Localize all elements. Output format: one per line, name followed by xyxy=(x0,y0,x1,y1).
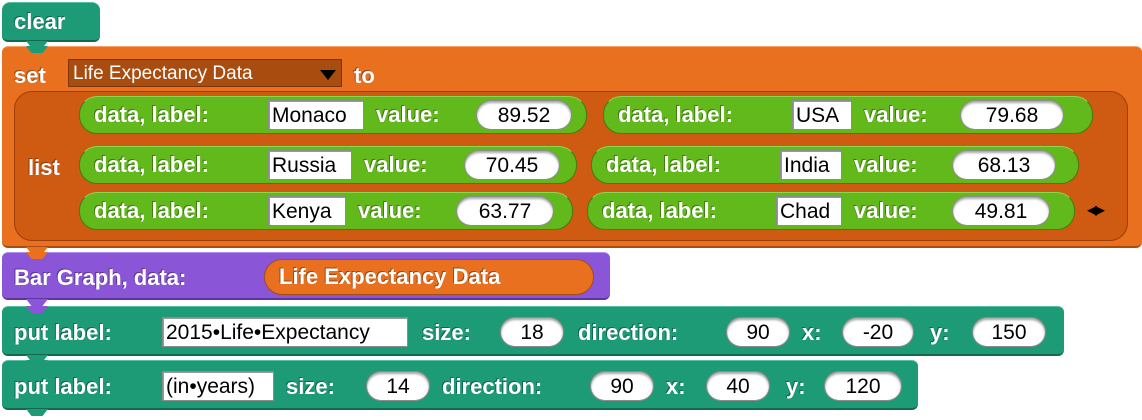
value-input[interactable]: 68.13 xyxy=(952,150,1056,180)
y-input[interactable]: 150 xyxy=(972,317,1046,347)
variable-name: Life Expectancy Data xyxy=(279,264,501,289)
put-label-text: put label: xyxy=(14,320,112,345)
label-input[interactable]: Russia xyxy=(268,150,352,180)
value-label-text: value: xyxy=(854,198,918,223)
list-item-usa[interactable]: data, label: USA value: 79.68 xyxy=(603,96,1093,134)
value-input[interactable]: 63.77 xyxy=(456,196,554,226)
put-label-text: put label: xyxy=(14,374,112,399)
list-reporter[interactable]: list data, label: Monaco value: 89.52 da… xyxy=(14,91,1128,241)
value-input[interactable]: 89.52 xyxy=(476,100,572,130)
value-input[interactable]: 70.45 xyxy=(464,150,560,180)
x-label: x: xyxy=(666,374,686,399)
list-item-monaco[interactable]: data, label: Monaco value: 89.52 xyxy=(79,96,587,134)
variable-reporter[interactable]: Life Expectancy Data xyxy=(264,259,594,295)
list-item-india[interactable]: data, label: India value: 68.13 xyxy=(591,146,1079,184)
y-label: y: xyxy=(930,320,950,345)
list-item-kenya[interactable]: data, label: Kenya value: 63.77 xyxy=(79,192,573,230)
value-input[interactable]: 79.68 xyxy=(960,100,1064,130)
size-label: size: xyxy=(422,320,471,345)
put-label-1-top-notch xyxy=(26,306,48,313)
set-block-bottom-tab xyxy=(26,247,48,254)
value-label-text: value: xyxy=(358,198,422,223)
x-input[interactable]: 40 xyxy=(706,371,770,401)
label-text-input[interactable]: 2015•Life•Expectancy xyxy=(162,317,408,347)
direction-label: direction: xyxy=(442,374,543,399)
label-input[interactable]: India xyxy=(780,150,842,180)
dropdown-arrow-icon[interactable] xyxy=(320,70,336,80)
label-text-input[interactable]: (in•years) xyxy=(162,371,274,401)
data-label-text: data, label: xyxy=(94,102,209,127)
size-input[interactable]: 18 xyxy=(500,317,564,347)
set-variable-block[interactable]: set Life Expectancy Data to list data, l… xyxy=(2,46,1142,248)
label-input[interactable]: USA xyxy=(792,100,852,130)
bar-graph-label: Bar Graph, data: xyxy=(14,265,187,290)
clear-label: clear xyxy=(14,9,66,34)
size-label: size: xyxy=(286,374,335,399)
list-label: list xyxy=(28,155,60,180)
value-label-text: value: xyxy=(864,102,928,127)
y-input[interactable]: 120 xyxy=(824,371,902,401)
label-input[interactable]: Monaco xyxy=(268,100,364,130)
direction-input[interactable]: 90 xyxy=(590,371,654,401)
clear-block[interactable]: clear xyxy=(2,2,100,42)
bar-graph-top-notch xyxy=(26,252,48,259)
value-label-text: value: xyxy=(364,152,428,177)
value-label-text: value: xyxy=(854,152,918,177)
set-block-top-notch xyxy=(26,46,48,53)
to-label: to xyxy=(354,63,375,88)
bar-graph-block[interactable]: Bar Graph, data: Life Expectancy Data xyxy=(2,252,610,300)
size-input[interactable]: 14 xyxy=(366,371,430,401)
data-label-text: data, label: xyxy=(602,198,717,223)
label-input[interactable]: Kenya xyxy=(268,196,346,226)
put-label-2-bottom-tab xyxy=(26,409,48,416)
variable-dropdown-value: Life Expectancy Data xyxy=(73,63,253,84)
label-input[interactable]: Chad xyxy=(776,196,842,226)
clear-block-bottom-tab xyxy=(26,41,48,48)
data-label-text: data, label: xyxy=(606,152,721,177)
direction-input[interactable]: 90 xyxy=(726,317,790,347)
bar-graph-bottom-tab xyxy=(26,299,48,306)
x-input[interactable]: -20 xyxy=(842,317,914,347)
set-label: set xyxy=(14,63,46,88)
x-label: x: xyxy=(802,320,822,345)
data-label-text: data, label: xyxy=(94,198,209,223)
put-label-block-1[interactable]: put label: 2015•Life•Expectancy size: 18… xyxy=(2,306,1064,356)
y-label: y: xyxy=(786,374,806,399)
data-label-text: data, label: xyxy=(618,102,733,127)
direction-label: direction: xyxy=(578,320,679,345)
list-item-chad[interactable]: data, label: Chad value: 49.81 xyxy=(587,192,1075,230)
variable-dropdown[interactable]: Life Expectancy Data xyxy=(68,59,342,87)
value-label-text: value: xyxy=(376,102,440,127)
put-label-1-bottom-tab xyxy=(26,355,48,362)
value-input[interactable]: 49.81 xyxy=(952,196,1050,226)
list-arrows-icon[interactable]: ◂▸ xyxy=(1087,199,1105,221)
put-label-2-top-notch xyxy=(26,360,48,367)
list-item-russia[interactable]: data, label: Russia value: 70.45 xyxy=(79,146,577,184)
put-label-block-2[interactable]: put label: (in•years) size: 14 direction… xyxy=(2,360,918,410)
data-label-text: data, label: xyxy=(94,152,209,177)
